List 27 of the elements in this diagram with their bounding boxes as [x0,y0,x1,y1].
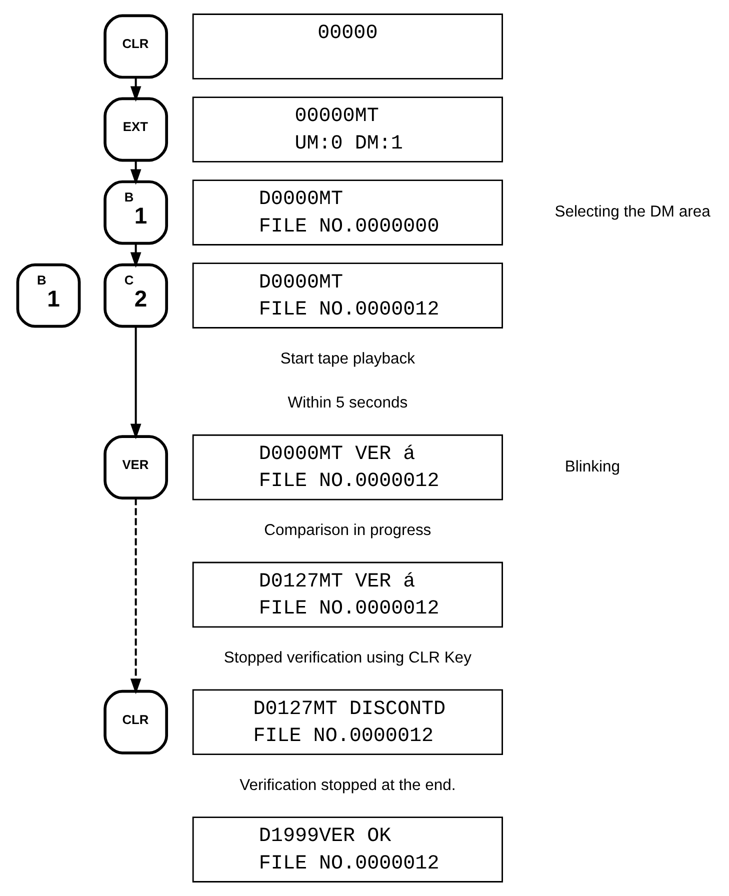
node-box: VER [104,435,168,500]
node-box: D1999VER OK FILE NO.0000012 [192,816,503,882]
node-box: D0000MT FILE NO.0000012 [192,262,503,328]
arrow [130,498,142,694]
node-box: CLR [104,690,168,754]
node-box: 00000MT UM:0 DM:1 [192,96,503,162]
label: Comparison in progress [264,522,432,540]
label: Selecting the DM area [554,204,710,221]
arrow [130,243,142,268]
node-box: EXT [104,97,168,162]
node-box: B 1 [104,180,168,245]
node-box: D0127MT VER á FILE NO.0000012 [192,562,503,628]
label: Verification stopped at the end. [240,776,456,794]
node-box: B 1 [16,263,81,328]
node-box: D0000MT VER á FILE NO.0000012 [192,434,503,500]
node-box: 00000 [192,14,503,80]
label: Start tape playback [280,350,416,368]
node-box: CLR [104,14,168,79]
label: Stopped verification using CLR Key [224,649,472,666]
arrow [130,77,142,102]
arrow [130,326,142,440]
node-box: D0000MT FILE NO.0000000 [192,180,503,246]
label: Within 5 seconds [288,394,408,412]
arrow [130,160,142,185]
node-box: D0127MT DISCONTD FILE NO.0000012 [192,689,503,756]
label: Blinking [564,458,620,476]
node-box: C 2 [104,263,168,328]
